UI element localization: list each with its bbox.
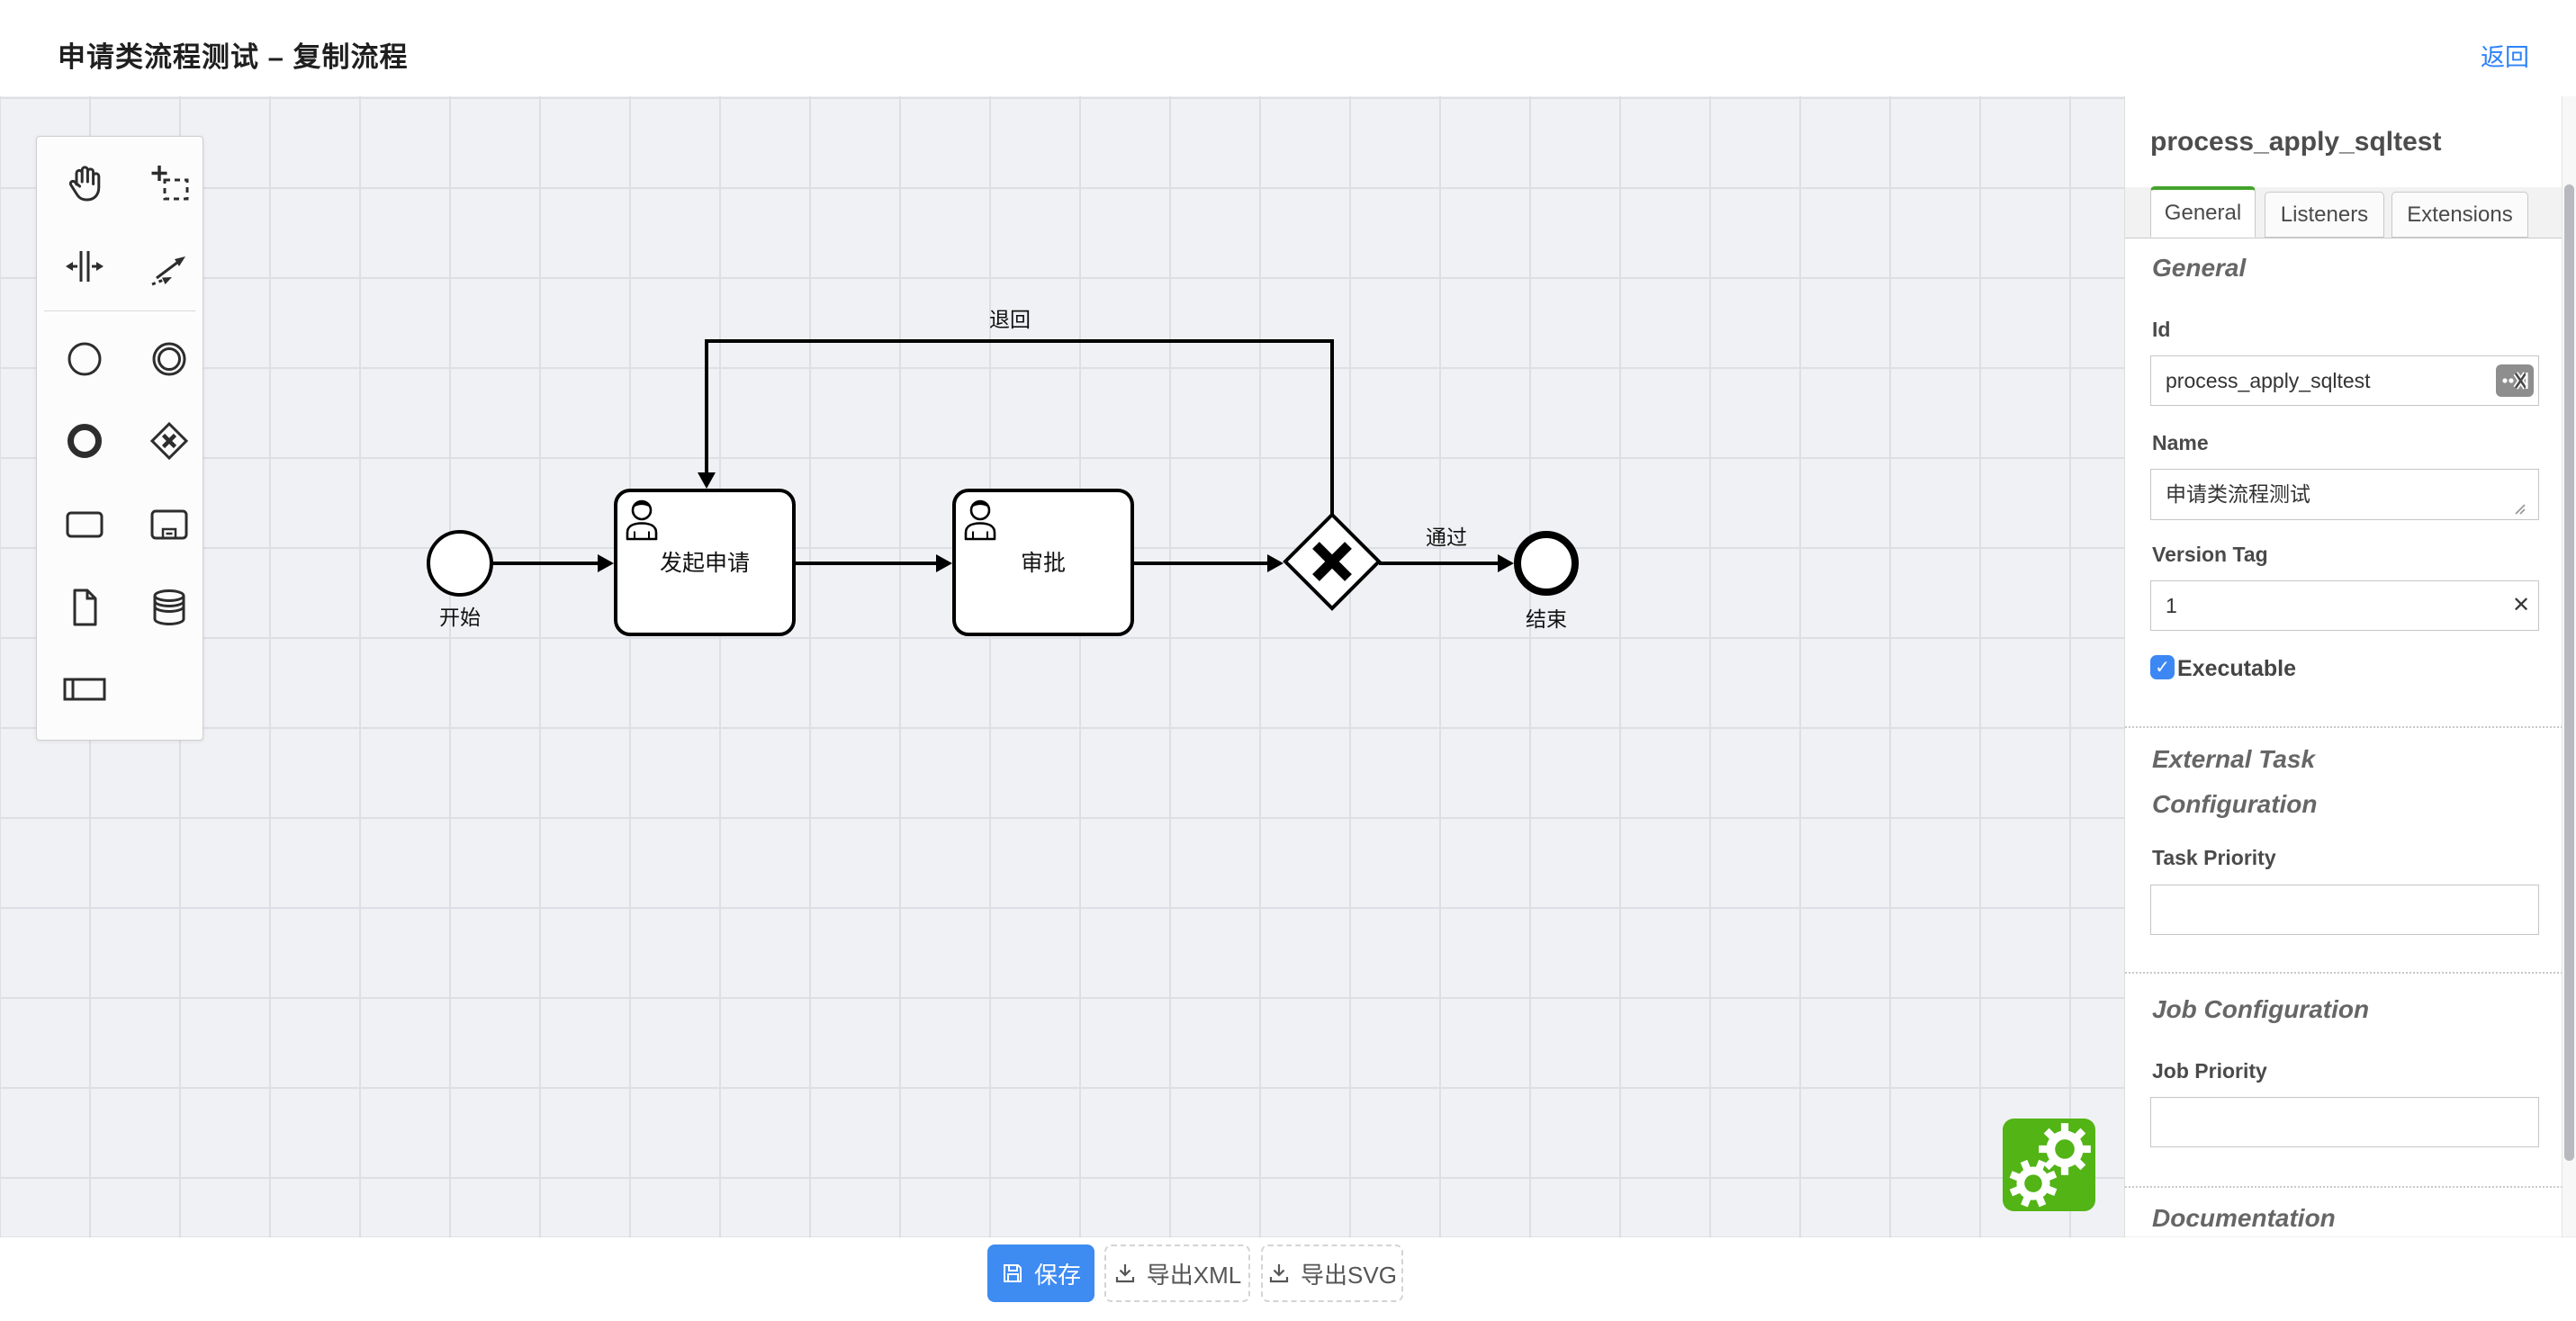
create-gateway-icon[interactable]	[140, 412, 198, 470]
arrowhead	[936, 554, 952, 572]
flow-pass-label: 通过	[1426, 526, 1467, 549]
gateway-x-marker	[1312, 542, 1352, 581]
save-button-label: 保存	[1033, 1261, 1081, 1289]
create-start-event-icon[interactable]	[56, 330, 113, 388]
bpmn-canvas[interactable]	[0, 96, 2124, 1237]
job-priority-input[interactable]	[2150, 1097, 2539, 1147]
bpmn-diagram: 开始 发起申请 审批 结束 通过 退回	[427, 308, 1579, 636]
footer-bar: 保存 导出XML 导出SVG	[0, 1237, 2576, 1321]
section-divider	[2125, 726, 2562, 728]
create-end-event-icon[interactable]	[56, 412, 113, 470]
arrowhead	[698, 472, 716, 489]
scrollbar-thumb[interactable]	[2564, 184, 2574, 1161]
create-task-icon[interactable]	[56, 496, 113, 553]
save-button[interactable]: 保存	[987, 1245, 1094, 1302]
arrowhead	[1267, 554, 1283, 572]
global-connect-tool-icon[interactable]	[140, 238, 198, 295]
export-svg-button[interactable]: 导出SVG	[1261, 1245, 1403, 1302]
user-icon	[626, 499, 658, 541]
section-title-general: General	[2152, 254, 2247, 282]
flow-reject-back[interactable]	[705, 339, 1334, 515]
export-xml-button[interactable]: 导出XML	[1104, 1245, 1250, 1302]
panel-tabbar: General Listeners Extensions	[2125, 186, 2562, 238]
create-intermediate-event-icon[interactable]	[140, 330, 198, 388]
id-edit-icon[interactable]	[2496, 364, 2534, 397]
back-link[interactable]: 返回	[2481, 44, 2529, 71]
section-divider	[2125, 1186, 2562, 1188]
palette-separator	[44, 310, 195, 311]
user-icon	[964, 499, 996, 541]
export-xml-label: 导出XML	[1146, 1261, 1242, 1289]
end-event[interactable]	[1514, 531, 1579, 596]
clear-icon[interactable]	[2510, 595, 2532, 616]
bpmn-palette	[36, 136, 203, 741]
user-task-approve-label: 审批	[1021, 551, 1066, 576]
arrowhead	[1498, 554, 1514, 572]
executable-label: Executable	[2177, 656, 2297, 681]
flow-arrowheads	[598, 472, 1514, 572]
tab-extensions[interactable]: Extensions	[2391, 192, 2528, 238]
section-divider	[2125, 972, 2562, 974]
hand-tool-icon[interactable]	[56, 156, 113, 213]
job-priority-label: Job Priority	[2152, 1059, 2267, 1083]
bpmn-io-logo[interactable]	[2003, 1119, 2095, 1211]
tab-general[interactable]: General	[2150, 186, 2256, 238]
properties-panel: process_apply_sqltest General Listeners …	[2124, 96, 2562, 1237]
section-title-job: Job Configuration	[2152, 995, 2370, 1023]
textarea-resize-handle[interactable]	[2510, 499, 2526, 520]
task-priority-input[interactable]	[2150, 885, 2539, 935]
start-event[interactable]	[427, 530, 493, 597]
element-id-heading: process_apply_sqltest	[2150, 127, 2442, 157]
user-task-approve[interactable]	[952, 489, 1134, 636]
create-data-store-icon[interactable]	[140, 579, 198, 636]
id-label: Id	[2152, 318, 2171, 341]
create-participant-icon[interactable]	[56, 660, 113, 718]
name-input[interactable]: 申请类流程测试	[2150, 469, 2539, 520]
space-tool-icon[interactable]	[56, 238, 113, 295]
flow-reject-label: 退回	[989, 308, 1031, 331]
lasso-tool-icon[interactable]	[140, 156, 198, 213]
section-title-documentation: Documentation	[2152, 1204, 2336, 1232]
version-tag-input[interactable]	[2150, 580, 2539, 631]
export-svg-label: 导出SVG	[1301, 1261, 1397, 1289]
header-bar: 申请类流程测试 – 复制流程 返回	[0, 0, 2576, 96]
user-task-apply-label: 发起申请	[660, 551, 750, 576]
download-icon	[1269, 1264, 1289, 1283]
start-event-label: 开始	[439, 606, 481, 629]
create-data-object-icon[interactable]	[56, 579, 113, 636]
id-input[interactable]	[2150, 355, 2539, 406]
end-event-label: 结束	[1526, 607, 1567, 631]
section-title-external-task: External Task Configuration	[2152, 745, 2318, 818]
executable-checkbox[interactable]	[2150, 655, 2175, 679]
version-tag-label: Version Tag	[2152, 543, 2268, 566]
sequence-flows	[491, 339, 1498, 565]
create-subprocess-icon[interactable]	[140, 496, 198, 553]
arrowhead	[598, 554, 614, 572]
tab-listeners[interactable]: Listeners	[2265, 192, 2384, 238]
user-task-apply[interactable]	[614, 489, 796, 636]
page-title: 申请类流程测试 – 复制流程	[58, 41, 409, 73]
save-icon	[1003, 1264, 1022, 1282]
download-icon	[1115, 1264, 1134, 1283]
task-priority-label: Task Priority	[2152, 846, 2276, 869]
name-label: Name	[2152, 431, 2209, 454]
